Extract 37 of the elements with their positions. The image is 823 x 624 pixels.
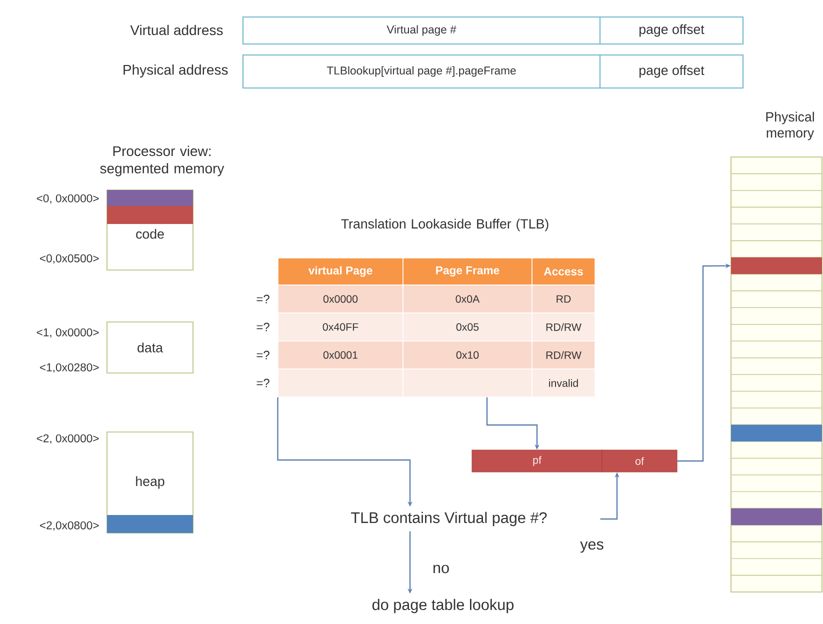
header-cell: virtual Page [278, 258, 404, 286]
address-label: <0, 0x0000> [36, 194, 99, 204]
segment-box: code [106, 189, 194, 271]
result-text: do page table lookup [372, 598, 514, 614]
memory-block [107, 206, 193, 224]
table-cell: 0x0000 [278, 284, 404, 314]
heading-text: Physical memory [766, 112, 814, 140]
address-label: <2, 0x0000> [36, 434, 99, 444]
segment-box: data [106, 321, 194, 374]
address-field: page offset [599, 54, 744, 89]
table-cell: RD [532, 284, 596, 314]
table-cell: 0x0001 [278, 340, 404, 370]
caption-text: Processor view: segmented memory [100, 146, 224, 176]
question-text: TLB contains Virtual page #? [351, 512, 547, 526]
header-cell: Access [532, 258, 596, 286]
table-cell: invalid [532, 368, 596, 398]
memory-block [731, 257, 822, 274]
heading-text: Translation Lookaside Buffer (TLB) [341, 218, 548, 232]
table-cell: RD/RW [532, 312, 596, 342]
memory-block [731, 508, 822, 526]
address-label: <1,0x0280> [40, 363, 99, 373]
table-cell: RD/RW [532, 340, 596, 370]
edge-label: yes [578, 540, 606, 554]
address-label: <1, 0x0000> [36, 328, 99, 338]
address-label: <2,0x0800> [40, 521, 99, 531]
register-field: pf [472, 450, 602, 472]
address-field: page offset [599, 16, 744, 45]
memory-block [107, 190, 193, 206]
segment-box: heap [106, 431, 194, 534]
address-label: <0,0x0500> [40, 254, 99, 264]
field-label: Physical address [124, 64, 228, 78]
table-cell: 0x40FF [278, 312, 404, 342]
field-label: Virtual address [130, 24, 223, 36]
memory-block [107, 515, 193, 533]
register-field: of [602, 450, 678, 472]
memory-block [731, 424, 822, 442]
edge-label: no [431, 563, 451, 575]
